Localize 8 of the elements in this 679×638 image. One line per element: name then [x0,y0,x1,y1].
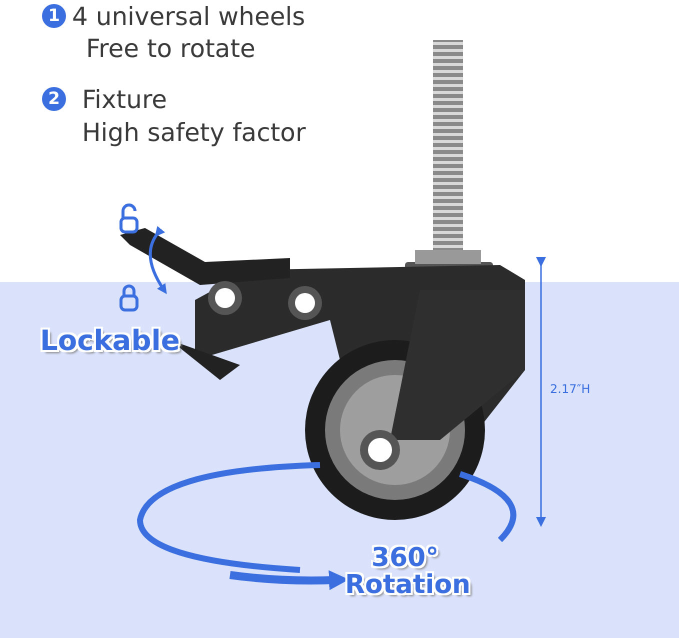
feature-heading: Lockable [40,326,180,356]
feature-text: Fixture [82,87,168,112]
feature-text: 4 universal wheels [72,4,306,29]
callout-number: 1 [42,4,66,28]
callout-number: 2 [42,87,66,111]
feature-text: Free to rotate [86,36,256,61]
feature-text: High safety factor [82,120,306,145]
dimension-label: 2.17″H [550,383,590,395]
